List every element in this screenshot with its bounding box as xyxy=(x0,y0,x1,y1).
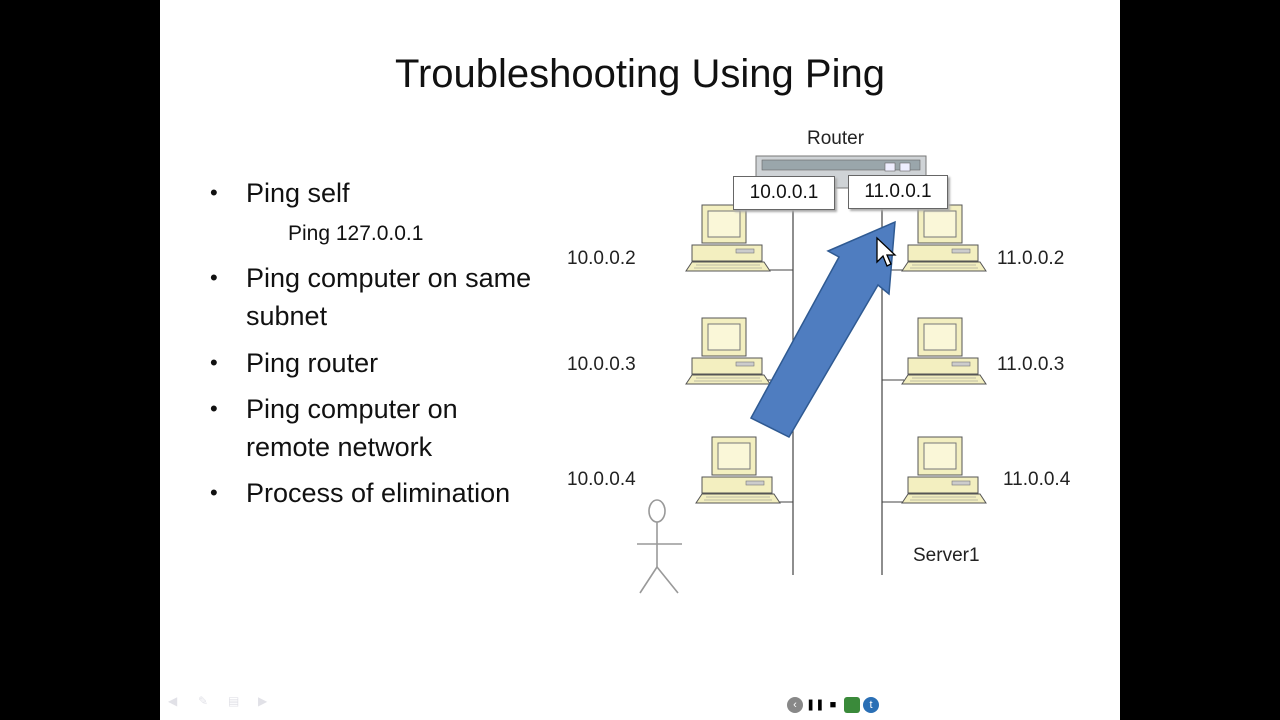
next-slide-icon[interactable]: ▶ xyxy=(258,694,268,708)
host-ip-label: 10.0.0.3 xyxy=(567,354,636,375)
menu-icon[interactable]: ▤ xyxy=(228,694,240,708)
record-icon[interactable] xyxy=(844,697,860,713)
slide: Troubleshooting Using Ping • Ping self P… xyxy=(160,0,1120,720)
pen-icon[interactable]: ✎ xyxy=(198,694,209,708)
computer-icon xyxy=(685,317,771,385)
host-ip-label: 11.0.0.4 xyxy=(1003,469,1071,490)
router-label: Router xyxy=(807,128,865,149)
slide-title: Troubleshooting Using Ping xyxy=(395,52,885,96)
previous-icon[interactable]: ‹ xyxy=(787,697,803,713)
mouse-pointer-icon xyxy=(876,236,897,267)
computer-icon xyxy=(901,317,987,385)
sub-bullet-ping-localhost: Ping 127.0.0.1 xyxy=(288,222,424,245)
computer-icon xyxy=(901,204,987,272)
host-ip-label: 11.0.0.2 xyxy=(997,248,1065,269)
recorder-controls: ‹ ❚❚ ■ t xyxy=(787,695,879,715)
host-ip-label: 11.0.0.3 xyxy=(997,354,1065,375)
pause-icon[interactable]: ❚❚ xyxy=(806,697,825,713)
bullet-ping-self: • Ping self xyxy=(210,178,350,208)
network-diagram xyxy=(637,155,987,594)
bullet-ping-same-subnet: • Ping computer on same subnet xyxy=(210,263,532,331)
router-ip-right: 11.0.0.1 xyxy=(848,175,948,209)
slideshow-nav-toolbar: ◀ ✎ ▤ ▶ xyxy=(168,694,274,708)
stick-figure-icon xyxy=(637,499,682,594)
previous-slide-icon[interactable]: ◀ xyxy=(168,694,178,708)
ping-path-arrow xyxy=(749,220,896,438)
bullet-ping-remote: • Ping computer on remote network xyxy=(210,394,458,462)
host-ip-label: 10.0.0.4 xyxy=(567,469,636,490)
host-ip-label: 10.0.0.2 xyxy=(567,248,636,269)
computer-icon xyxy=(695,436,781,504)
computer-icon xyxy=(685,204,771,272)
computer-icon xyxy=(901,436,987,504)
bullet-process-elimination: • Process of elimination xyxy=(210,478,511,508)
stop-icon[interactable]: ■ xyxy=(825,697,841,713)
logo-icon[interactable]: t xyxy=(863,697,879,713)
bullet-ping-router: • Ping router xyxy=(210,348,379,378)
server-label: Server1 xyxy=(913,545,980,566)
router-ip-left: 10.0.0.1 xyxy=(733,176,835,210)
